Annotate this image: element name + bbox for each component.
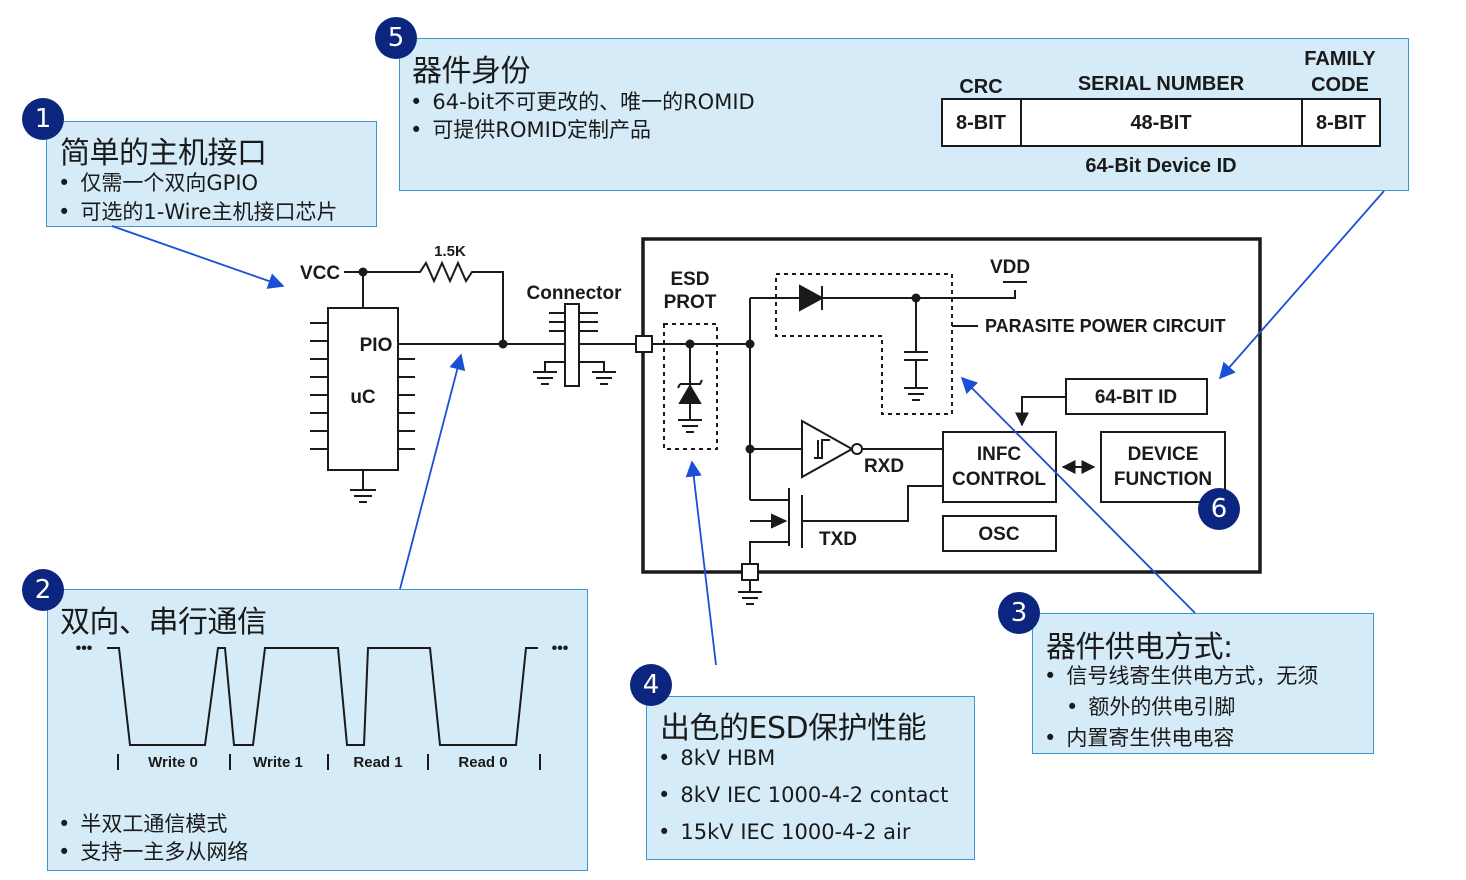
esd-dashed-box <box>663 323 718 450</box>
device-identity-bullet: 64-bit不可更改的、唯一的ROMID <box>410 86 754 116</box>
parasite-diode <box>799 284 825 312</box>
esd-bullet: 15kV IEC 1000-4-2 air <box>658 820 910 844</box>
device-identity-title: 器件身份 <box>412 54 531 89</box>
io-pin <box>635 335 653 353</box>
esd-diode <box>652 343 750 433</box>
rom-header-serial: SERIAL NUMBER <box>1078 73 1245 95</box>
power-bullet: 内置寄生供电电容 <box>1044 722 1234 752</box>
rom-id-table <box>941 98 1381 147</box>
esd-title: 出色的ESD保护性能 <box>660 711 927 746</box>
waveform <box>107 647 541 770</box>
infc-label: INFC <box>977 444 1022 465</box>
badge-1: 1 <box>22 98 64 140</box>
rxd-buffer <box>750 419 943 479</box>
microcontroller <box>310 307 415 503</box>
serial-comm-title: 双向、串行通信 <box>60 605 267 640</box>
host-interface-bullet: 可选的1-Wire主机接口芯片 <box>58 196 337 226</box>
host-interface-title: 简单的主机接口 <box>60 136 267 171</box>
function-label: FUNCTION <box>1114 469 1212 490</box>
rxd-label: RXD <box>864 456 904 477</box>
badge-5: 5 <box>375 17 417 59</box>
slave-device-outline <box>641 237 1262 574</box>
esd-label: ESD <box>670 269 709 290</box>
device-function-block <box>1100 431 1226 503</box>
badge-4: 4 <box>630 664 672 706</box>
waveform-ellipsis-left: ••• <box>76 640 93 657</box>
badge-3: 3 <box>998 592 1040 634</box>
infc-control-block <box>942 431 1057 503</box>
osc-label: OSC <box>978 524 1019 545</box>
device-label: DEVICE <box>1128 444 1199 465</box>
esd-bullet: 8kV IEC 1000-4-2 contact <box>658 783 948 807</box>
prot-label: PROT <box>664 292 717 313</box>
rom-header-family: FAMILY <box>1304 48 1376 70</box>
callout-arrows <box>111 190 1385 666</box>
txd-label: TXD <box>819 529 857 550</box>
rom-cell-family: 8-BIT <box>1316 112 1366 134</box>
waveform-label-read1: Read 1 <box>353 754 402 771</box>
waveform-label-read0: Read 0 <box>458 754 507 771</box>
logic-blocks <box>942 378 1226 552</box>
waveform-ellipsis-right: ••• <box>552 640 569 657</box>
parasite-label: PARASITE POWER CIRCUIT <box>985 316 1226 336</box>
esd-bullet: 8kV HBM <box>658 746 775 770</box>
waveform-label-write1: Write 1 <box>253 754 303 771</box>
osc-block <box>942 515 1057 552</box>
vcc-label: VCC <box>300 263 340 284</box>
power-bullet: 信号线寄生供电方式，无须 <box>1044 660 1318 690</box>
serial-comm-bullet: 支持一主多从网络 <box>58 836 248 866</box>
uc-label: uC <box>350 387 376 408</box>
rom-header-code: CODE <box>1311 74 1369 96</box>
connector-symbol <box>533 303 616 387</box>
rom-cell-crc: 8-BIT <box>956 112 1006 134</box>
gnd-pin <box>741 563 759 581</box>
device-identity-bullet: 可提供ROMID定制产品 <box>410 114 651 144</box>
parasite-dashed-box <box>775 273 953 415</box>
txd-transistor <box>738 485 943 605</box>
badge-6: 6 <box>1198 488 1240 530</box>
vdd-label: VDD <box>990 257 1030 278</box>
pio-label: PIO <box>360 335 393 356</box>
rom-cell-serial: 48-BIT <box>1130 112 1191 134</box>
rom-id-label: 64-BIT ID <box>1095 387 1177 408</box>
junction-dot <box>498 339 508 349</box>
rom-table-frame <box>941 98 1381 147</box>
rom-header-crc: CRC <box>959 76 1002 98</box>
resistor-label: 1.5K <box>434 243 466 260</box>
parasite-circuit <box>749 281 1027 500</box>
waveform-label-write0: Write 0 <box>148 754 198 771</box>
connector-label: Connector <box>527 283 623 304</box>
badge-2: 2 <box>22 569 64 611</box>
host-interface-bullet: 仅需一个双向GPIO <box>58 167 258 197</box>
control-label: CONTROL <box>952 469 1046 490</box>
serial-comm-bullet: 半双工通信模式 <box>58 808 227 838</box>
host-wiring <box>344 260 636 345</box>
power-bullet-continued: 额外的供电引脚 <box>1066 691 1235 721</box>
junction-dot <box>358 267 368 277</box>
rom-table-caption: 64-Bit Device ID <box>1085 155 1236 177</box>
